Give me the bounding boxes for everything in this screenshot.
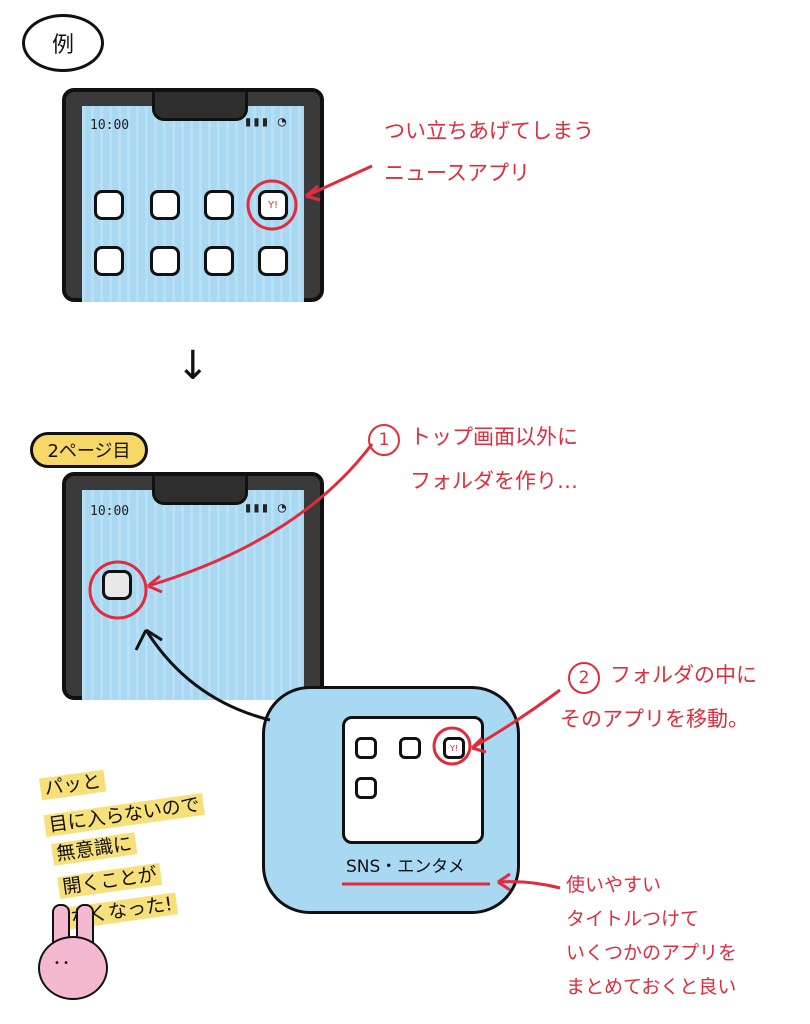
step1-arrow: [148, 444, 372, 586]
folder-app-circle: [434, 728, 470, 764]
folder-circle: [90, 562, 146, 618]
step2-arrow: [472, 690, 560, 748]
news-arrow: [306, 166, 372, 196]
move-arrow: [146, 630, 270, 720]
news-app-circle: [248, 181, 296, 229]
